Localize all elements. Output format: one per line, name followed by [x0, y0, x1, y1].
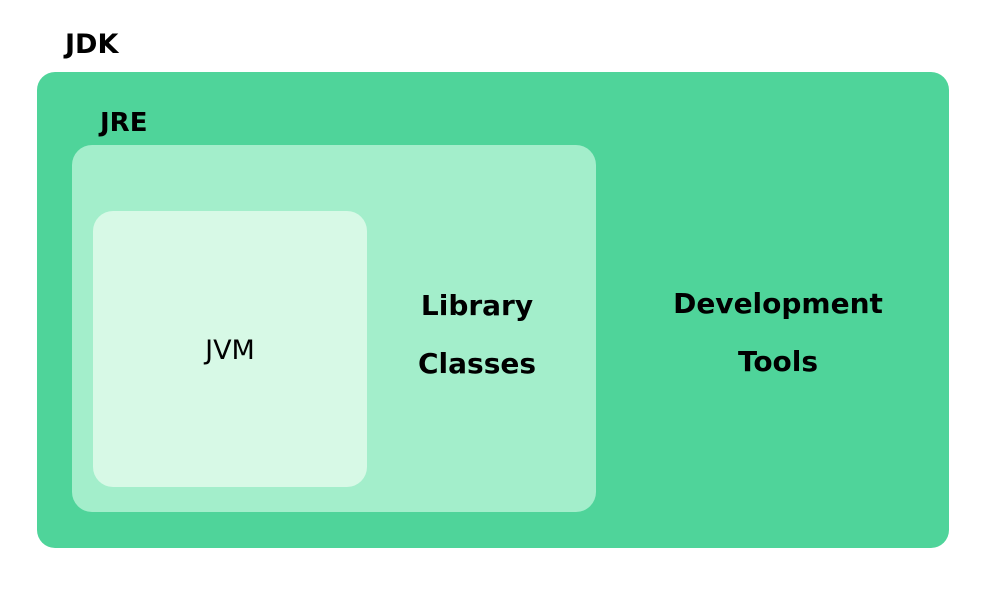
jvm-region[interactable]: JVM	[93, 211, 367, 487]
jvm-text: JVM	[205, 335, 255, 366]
jdk-region[interactable]: JRE JVM Library Classes Development Tool…	[37, 72, 949, 548]
development-tools-line-2: Tools	[737, 345, 819, 378]
development-tools-text: Development Tools	[648, 290, 908, 376]
jdk-label: JDK	[65, 29, 119, 60]
library-classes-line-2: Classes	[417, 347, 537, 380]
development-tools-line-1: Development	[673, 287, 883, 320]
library-classes-text: Library Classes	[397, 292, 557, 378]
jre-label: JRE	[100, 108, 148, 138]
jre-region[interactable]: JVM Library Classes	[72, 145, 596, 512]
library-classes-line-1: Library	[420, 289, 534, 322]
